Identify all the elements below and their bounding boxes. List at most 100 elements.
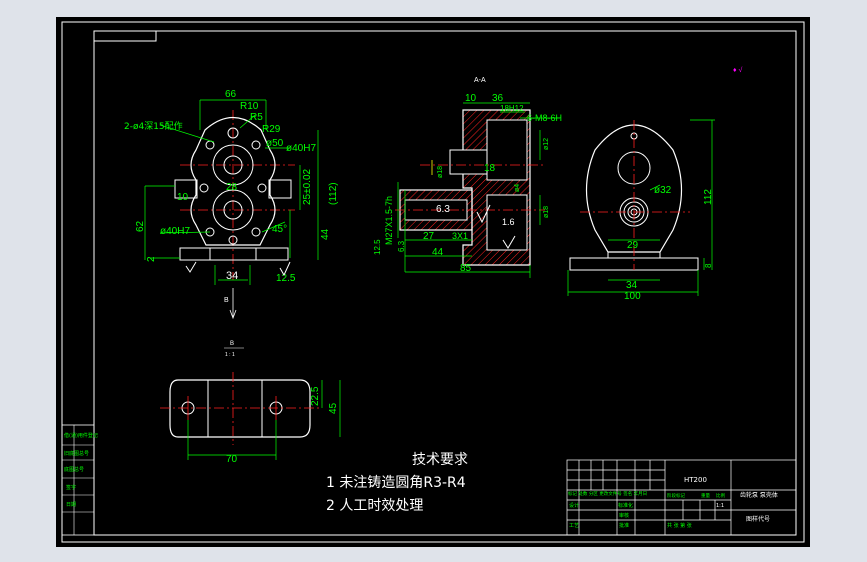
dim-10: 10 [177,192,189,203]
approve-label: 批准 [619,522,629,529]
gear-cavity-lower [486,194,528,251]
dim-2: 2 [146,256,157,262]
upper-bore [212,144,254,186]
tech-requirements: 技术要求 1 未注铸造圆角R3-R4 2 人工时效处理 [326,452,468,514]
side-table-row-0: 借(通)用件登记 [64,432,98,439]
gear-cavity [486,119,528,181]
drawing-name: 齿轮泵 泵壳体 [740,491,778,499]
dim-112-side: 112 [703,189,714,205]
dim-6-3-b: 6.3 [397,240,406,252]
scale-label: 比例 [716,492,725,499]
dim-d18-a: ø18 [437,166,444,178]
dim-3x1: 3X1 [452,231,468,241]
bolt-hole [227,127,239,139]
bolt-hole [257,183,267,193]
side-table-row-1: 旧底图总号 [64,450,89,457]
dim-25: 25±0.02 [302,168,313,205]
dim-8: 8 [704,263,713,268]
upper-port [449,149,488,175]
check-label: 审核 [619,512,629,519]
section-label: A-A [474,77,486,84]
dim-112: (112) [328,182,339,205]
dim-d40h7-top: ø40H7 [286,143,316,154]
dim-29: 29 [627,240,639,251]
side-outline [585,124,683,253]
base-outline [169,379,311,438]
outlet-port [268,179,292,199]
dim-62: 62 [135,220,146,232]
craft-label: 工艺 [569,523,579,529]
dim-45: 45 [328,402,339,414]
dim-100: 100 [624,291,641,302]
material-label: HT200 [684,476,707,484]
dim-34: 34 [226,270,238,282]
base-plate [179,247,289,261]
lower-shaft-hole [223,200,243,220]
dim-12-5-sec: 12.5 [373,239,382,255]
dim-m27: M27X1.5-7h [384,196,394,245]
dim-12-5: 12.5 [276,273,296,284]
dim-27: 27 [423,231,435,242]
tech-req-title: 技术要求 [412,452,468,468]
upper-shaft-hole [223,155,243,175]
bolt-hole [199,183,209,193]
dim-6-3-a: 6.3 [436,204,450,215]
drawing-code-label: 图样代号 [746,515,770,523]
view-b-arrow-label: B [224,297,229,304]
tech-req-item-2: 2 人工时效处理 [326,498,423,514]
standard-label: 标准化 [618,502,633,509]
roughness-symbol: ♦ √ [733,66,743,74]
inlet-port [174,179,198,199]
dim-22-5: 22.5 [310,386,321,406]
dim-d4: ø4 [514,184,521,192]
dim-18: 18 [484,163,496,174]
inner-frame [93,30,797,536]
outer-frame [61,21,805,543]
side-table-row-4: 日期 [66,502,76,508]
dim-34-side: 34 [626,280,638,291]
revision-row-label: 标记 处数 分区 更改文件号 签名 年月日 [568,490,647,497]
bolt-hole [228,235,238,245]
dim-d18-b: ø18 [543,206,550,218]
bolt-hole [251,227,261,237]
view-b-scale: 1 : 1 [225,352,235,358]
view-b-label: B [230,341,234,347]
sheet-count: 共 张 第 张 [667,522,692,529]
side-table-row-2: 底图总号 [64,466,84,473]
weight-label: 重量 [701,492,710,499]
dim-70: 70 [226,454,238,465]
bottom-view-b: B 1 : 1 22.5 45 70 [160,341,341,465]
dim-85: 85 [460,263,472,274]
dim-18h12: 18H12 [500,104,524,113]
dim-r10: R10 [240,101,259,112]
side-table-row-3: 签字 [66,484,76,491]
front-view: 66 R10 R5 R29 ø50 ø40H7 ø40H7 28 10 25±0… [124,89,339,320]
tech-req-item-1: 1 未注铸造圆角R3-R4 [326,475,466,491]
dim-6-m8: 6-M8-6H [527,113,562,123]
dim-d50: ø50 [266,138,284,149]
dim-r29: R29 [262,124,281,135]
dim-28: 28 [226,182,238,193]
stage-label: 阶段标记 [667,492,685,499]
dim-r5: R5 [250,112,263,123]
dim-44-sec: 44 [432,247,444,258]
dim-10-sec: 10 [465,93,477,104]
dim-45deg: 45° [272,224,287,235]
scale-value: 1:1 [716,503,724,509]
lower-bore [212,189,254,231]
drawing-sheet [56,17,810,547]
corner-label-box [93,30,157,42]
dim-d32: ø32 [654,185,672,196]
dim-d12: ø12 [543,138,550,150]
side-table: 借(通)用件登记 旧底图总号 底图总号 签字 日期 [61,424,98,536]
dim-36: 36 [492,93,504,104]
dim-44: 44 [320,228,331,240]
bolt-hole [251,140,261,150]
title-block [566,459,797,536]
dim-66: 66 [225,89,237,100]
side-view: ø32 29 112 8 34 100 ♦ √ [567,66,743,302]
dim-1-6: 1.6 [502,217,515,227]
dim-holes-note: 2-ø4深15配作 [124,120,183,132]
design-label: 设计 [569,502,579,509]
